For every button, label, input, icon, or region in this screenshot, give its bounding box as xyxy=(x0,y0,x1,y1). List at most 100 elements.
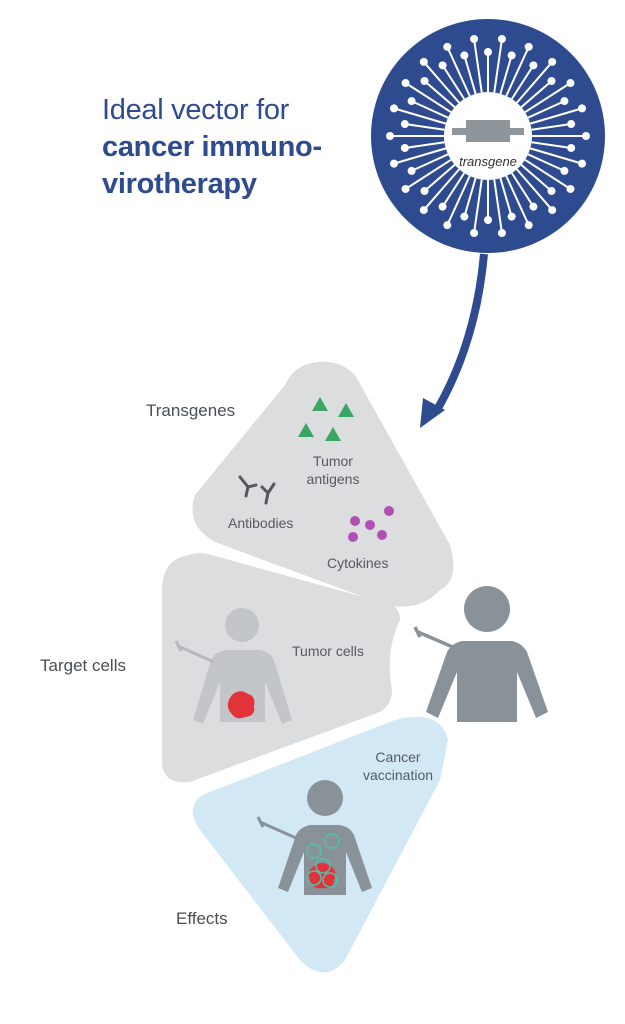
tumor-icon xyxy=(227,691,255,719)
spike-line xyxy=(520,80,553,108)
spike-line xyxy=(510,172,535,208)
patient-icon xyxy=(426,586,548,722)
spike-line xyxy=(499,55,513,95)
spike-line xyxy=(404,123,445,131)
tumor-cells-label: Tumor cells xyxy=(292,643,364,659)
transgene-label: transgene xyxy=(459,154,517,169)
title-line-3: virotherapy xyxy=(102,168,257,200)
spike-tip xyxy=(443,221,452,230)
spike-tip xyxy=(401,184,410,193)
spike-line xyxy=(405,158,452,190)
spike-line xyxy=(473,38,483,93)
spike-line xyxy=(505,175,530,226)
spike-line xyxy=(411,100,449,119)
spike-line xyxy=(516,61,553,104)
spike-line xyxy=(499,177,513,217)
spike-tip xyxy=(524,221,533,230)
spike-tip xyxy=(507,212,516,221)
transgenes-label: Transgenes xyxy=(146,401,236,420)
person-with-tumor-icon xyxy=(193,608,292,724)
tumor-antigens-line-1: Tumor xyxy=(313,453,353,469)
spike-line xyxy=(529,147,583,165)
syringe-icon xyxy=(174,640,215,664)
spike-tip xyxy=(529,61,538,70)
spike-line xyxy=(529,107,583,125)
spike-tip xyxy=(497,229,506,238)
spike-tip xyxy=(548,206,557,215)
immune-cell-icons xyxy=(306,833,340,888)
vector-particle: transgene xyxy=(371,19,605,253)
spike-line xyxy=(493,179,503,234)
spike-tip xyxy=(420,76,429,85)
spike-tip xyxy=(578,159,587,168)
spike-tip xyxy=(560,166,569,175)
spike-tip xyxy=(389,159,398,168)
spike-tip xyxy=(524,42,533,51)
effects-syringe-icon xyxy=(256,816,297,840)
tumor-antigens-label: Tumor antigens xyxy=(298,452,368,488)
spike-line xyxy=(493,38,503,93)
spike-line xyxy=(423,61,460,104)
antibody-icons xyxy=(238,475,276,505)
spike-line xyxy=(473,179,483,234)
spike-line xyxy=(446,46,471,97)
spike-tip xyxy=(582,132,590,140)
spike-tip xyxy=(567,120,576,129)
spike-tip xyxy=(460,51,469,60)
spike-tip xyxy=(407,97,416,106)
spike-tip xyxy=(419,57,428,66)
spike-line xyxy=(505,46,530,97)
spike-line xyxy=(446,175,471,226)
cytokine-icons xyxy=(348,506,394,542)
tumor-antigen-icons xyxy=(298,397,354,441)
spike-tip xyxy=(419,206,428,215)
spike-line xyxy=(405,82,452,114)
spike-line xyxy=(441,64,466,100)
target-cells-label: Target cells xyxy=(40,656,126,675)
spike-line xyxy=(531,141,572,149)
page-title: Ideal vector for cancer immuno- virother… xyxy=(102,92,322,203)
spike-line xyxy=(423,168,460,211)
spike-line xyxy=(527,100,565,119)
spike-line xyxy=(527,153,565,172)
spike-line xyxy=(393,147,447,165)
spike-tip xyxy=(567,143,576,152)
spike-line xyxy=(531,123,572,131)
spike-line xyxy=(516,168,553,211)
spike-tip xyxy=(400,143,409,152)
spike-tip xyxy=(529,202,538,211)
spike-tip xyxy=(386,132,394,140)
spike-tip xyxy=(566,79,575,88)
spike-tip xyxy=(578,104,587,113)
tumor-antigens-line-2: antigens xyxy=(306,471,360,487)
spike-tip xyxy=(547,76,556,85)
vector-spikes xyxy=(386,34,590,238)
arrow-icon xyxy=(420,253,488,428)
patient-syringe-icon xyxy=(413,626,456,650)
spike-line xyxy=(393,107,447,125)
spike-tip xyxy=(420,187,429,196)
cancer-vaccination-line-1: Cancer xyxy=(375,749,421,765)
cancer-vaccination-label: Cancer vaccination xyxy=(350,748,446,784)
spike-line xyxy=(510,64,535,100)
spike-tip xyxy=(443,42,452,51)
spike-tip xyxy=(560,97,569,106)
spike-tip xyxy=(460,212,469,221)
spike-line xyxy=(411,153,449,172)
spike-line xyxy=(463,177,477,217)
transgene-icon xyxy=(452,120,524,142)
spike-tip xyxy=(407,166,416,175)
spike-tip xyxy=(389,104,398,113)
spike-tip xyxy=(497,34,506,43)
spike-line xyxy=(423,80,456,108)
spike-line xyxy=(404,141,445,149)
spike-tip xyxy=(547,187,556,196)
transgenes-panel xyxy=(192,361,454,607)
spike-tip xyxy=(438,202,447,211)
spike-line xyxy=(423,164,456,192)
effects-label: Effects xyxy=(176,909,228,928)
spike-line xyxy=(524,82,571,114)
spike-tip xyxy=(566,184,575,193)
target-cells-panel xyxy=(162,553,400,783)
